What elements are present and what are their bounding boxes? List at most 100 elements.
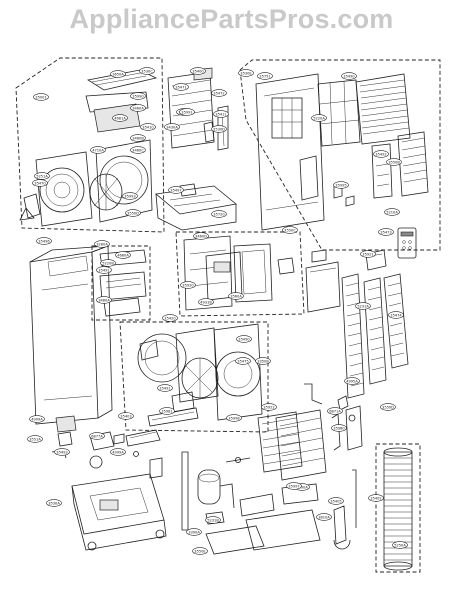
callout-bubble xyxy=(327,407,343,415)
callout-label: 3560A xyxy=(230,294,242,298)
callout-label: 35471 xyxy=(175,85,186,89)
callout-label: 35420 xyxy=(164,316,176,320)
callout-bubble xyxy=(90,146,106,154)
callout-bubble xyxy=(190,67,206,75)
callout-label: 3350B xyxy=(257,359,269,363)
blower-assembly-parts xyxy=(137,323,263,421)
callout-label: 4681A xyxy=(114,116,126,120)
callout-bubble xyxy=(341,72,357,80)
part-callout-3550D: 3550D xyxy=(125,209,141,217)
group-outline-hose-assembly xyxy=(375,443,421,573)
part-callout-3460D: 3460D xyxy=(193,232,209,240)
callout-label: 5250A xyxy=(394,543,406,547)
callout-bubble xyxy=(168,186,184,194)
callout-bubble xyxy=(226,414,242,422)
callout-label: 3550D xyxy=(127,211,139,215)
callout-label: 35980 xyxy=(333,426,345,430)
callout-label: 4999A xyxy=(112,450,124,454)
callout-bubble xyxy=(198,298,214,306)
part-callout-5220B: 5220B xyxy=(100,259,116,267)
callout-bubble xyxy=(179,108,195,116)
part-callout-3560A: 3560A xyxy=(228,292,244,300)
callout-label: 3530E xyxy=(240,71,252,75)
callout-label: 3551A xyxy=(29,437,41,441)
callout-label: 35998 xyxy=(228,416,240,420)
callout-bubble xyxy=(118,412,134,420)
part-callout-35497: 35497 xyxy=(168,186,184,194)
part-callout-35403: 35403 xyxy=(118,412,134,420)
base-tray-parts xyxy=(155,183,237,231)
part-callout-35402: 35402 xyxy=(368,494,384,502)
callout-label: 35751 xyxy=(259,74,270,78)
part-callout-3530C: 3530C xyxy=(139,67,155,75)
callout-label: 3460B xyxy=(132,136,144,140)
callout-bubble xyxy=(333,181,349,189)
callout-label: 35493 xyxy=(56,450,67,454)
part-callout-35472: 35472 xyxy=(211,89,227,97)
part-callout-35474: 35474 xyxy=(388,311,404,319)
part-callout-35496: 35496 xyxy=(36,237,52,245)
callout-label: 35990 xyxy=(132,94,144,98)
callout-label: 35474 xyxy=(390,313,402,317)
callout-label: 5231B xyxy=(207,518,219,522)
part-callout-5250A: 5250A xyxy=(392,541,408,549)
part-callout-5231A: 5231A xyxy=(355,302,371,310)
callout-bubble xyxy=(186,528,202,536)
callout-bubble xyxy=(130,92,146,100)
part-callout-35490: 35490 xyxy=(341,72,357,80)
callout-bubble xyxy=(115,251,131,259)
callout-label: 35497 xyxy=(170,188,181,192)
callout-label: 35922 xyxy=(263,405,274,409)
part-callout-35751: 35751 xyxy=(257,72,273,80)
part-callout-6877A: 6877A xyxy=(89,432,105,440)
callout-label: 3480A xyxy=(98,298,110,302)
part-callout-4931B: 4931B xyxy=(198,298,214,306)
exhaust-hose-parts xyxy=(383,447,413,571)
part-callout-35492: 35492 xyxy=(373,150,389,158)
callout-bubble xyxy=(205,516,221,524)
part-callout-3280A: 3280A xyxy=(94,240,110,248)
part-callout-35473: 35473 xyxy=(378,228,394,236)
callout-bubble xyxy=(164,123,180,131)
callout-label: 4999A xyxy=(31,417,43,421)
part-callout-35491: 35491 xyxy=(157,384,173,392)
callout-label: 35993 xyxy=(124,194,135,198)
part-callout-3550C: 3550C xyxy=(282,226,298,234)
callout-label: 35920 xyxy=(182,283,194,287)
part-callout-4999A: 4999A xyxy=(110,448,126,456)
part-callout-35993: 35993 xyxy=(122,192,138,200)
callout-bubble xyxy=(235,357,251,365)
callout-label: 4995A xyxy=(346,379,358,383)
callout-label: 35491 xyxy=(98,268,109,272)
callout-label: 35720 xyxy=(213,212,225,216)
callout-bubble xyxy=(373,150,389,158)
callout-label: 35981 xyxy=(161,409,172,413)
callout-bubble xyxy=(112,114,128,122)
callout-bubble xyxy=(192,547,208,555)
callout-label: 3430A xyxy=(166,125,178,129)
part-callout-5210A: 5210A xyxy=(384,208,400,216)
callout-bubble xyxy=(331,424,347,432)
part-callout-35922: 35922 xyxy=(261,403,277,411)
callout-bubble xyxy=(378,228,394,236)
condenser-parts xyxy=(257,383,363,481)
part-callout-3350B: 3350B xyxy=(255,357,271,365)
callout-label: 35403 xyxy=(120,414,131,418)
callout-bubble xyxy=(236,335,252,343)
callout-label: 35475 xyxy=(237,359,248,363)
callout-bubble xyxy=(36,237,52,245)
part-callout-3460B: 3460B xyxy=(130,134,146,142)
part-callout-35411: 35411 xyxy=(213,110,229,118)
callout-bubble xyxy=(211,210,227,218)
callout-label: 3460C xyxy=(132,148,144,152)
part-callout-35998: 35998 xyxy=(226,414,242,422)
callout-label: 3650A xyxy=(112,72,124,76)
part-callout-3550D: 3550D xyxy=(380,403,396,411)
part-callout-3390A: 3390A xyxy=(186,528,202,536)
part-callout-35995: 35995 xyxy=(333,181,349,189)
part-callout-35980: 35980 xyxy=(331,424,347,432)
part-callout-3460A: 3460A xyxy=(130,104,146,112)
duct-filter-parts xyxy=(341,273,409,399)
callout-label: 35410 xyxy=(142,125,154,129)
part-callout-35491: 35491 xyxy=(96,266,112,274)
